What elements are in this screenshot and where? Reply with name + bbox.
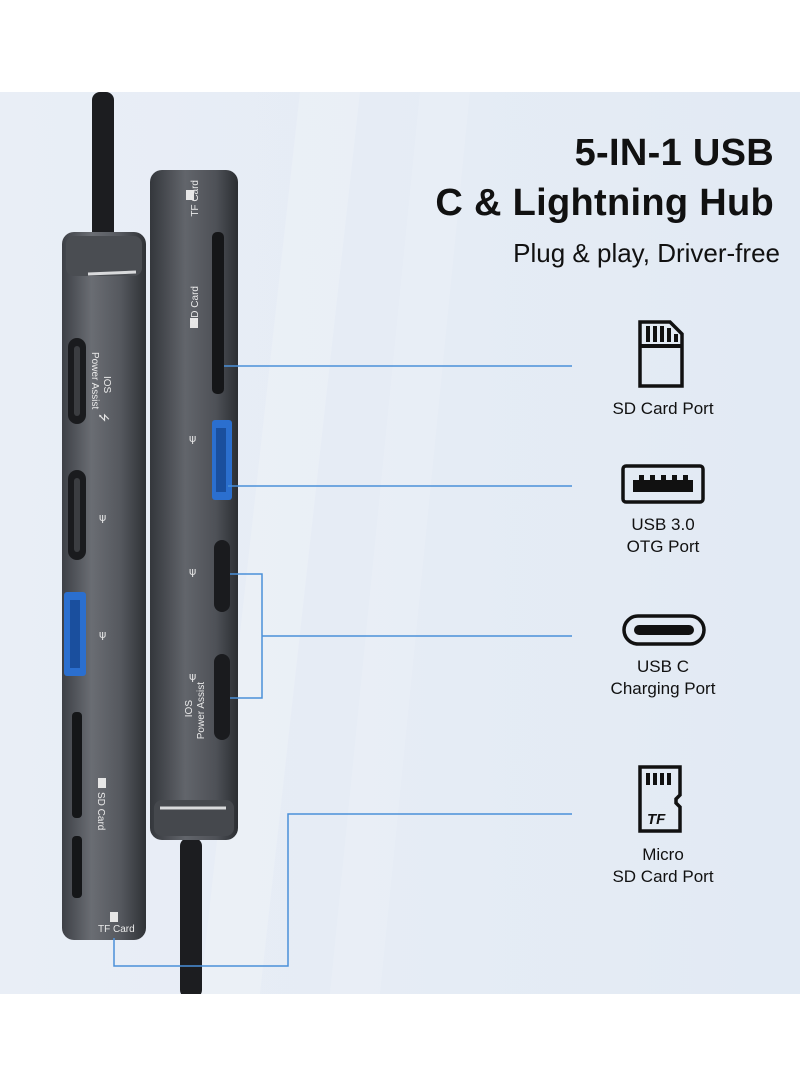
feature-label-line: USB 3.0	[631, 515, 695, 534]
tf-card-label-left: TF Card	[98, 924, 135, 935]
svg-text:ψ: ψ	[189, 670, 196, 683]
feature-label-usb3: USB 3.0 OTG Port	[568, 514, 758, 558]
tf-card-label-right: TF Card	[190, 180, 201, 217]
left-hub: ⭍ ψ ψ	[62, 232, 146, 940]
svg-text:ψ: ψ	[189, 432, 196, 445]
feature-label-sd-card: SD Card Port	[568, 398, 758, 420]
feature-label-line: SD Card Port	[612, 399, 714, 418]
feature-label-usb-c: USB C Charging Port	[568, 656, 758, 700]
feature-label-line: Charging Port	[610, 679, 716, 698]
feature-label-line: USB C	[637, 657, 689, 676]
svg-text:ψ: ψ	[99, 511, 106, 524]
product-illustration: ⭍ ψ ψ ψ ψ ψ	[0, 92, 800, 994]
feature-label-line: SD Card Port	[612, 867, 714, 886]
right-hub: ψ ψ ψ	[150, 170, 238, 840]
ios-label-left: IOS	[101, 376, 112, 394]
svg-text:⭍: ⭍	[97, 413, 110, 422]
power-assist-label-right: Power Assist	[196, 682, 207, 739]
ios-label-right: IOS	[184, 700, 195, 718]
sd-card-label-left: SD Card	[95, 792, 106, 830]
callout-lines	[113, 365, 572, 967]
svg-text:ψ: ψ	[189, 565, 196, 578]
svg-text:ψ: ψ	[99, 628, 106, 641]
headline-line-1: 5-IN-1 USB	[574, 132, 774, 174]
usb-a-port-icon	[621, 464, 705, 504]
tagline: Plug & play, Driver-free	[513, 238, 780, 268]
sd-card-label-right: SD Card	[190, 286, 201, 324]
feature-label-line: OTG Port	[626, 537, 700, 556]
headline-line-2: C & Lightning Hub	[435, 182, 774, 224]
usb-c-port-icon	[622, 614, 706, 646]
tf-icon-text: TF	[647, 811, 666, 828]
top-cable	[92, 92, 114, 242]
power-assist-label-left: Power Assist	[89, 352, 100, 409]
product-panel: ⭍ ψ ψ ψ ψ ψ	[0, 92, 800, 994]
feature-label-micro-sd: Micro SD Card Port	[568, 844, 758, 888]
feature-label-line: Micro	[642, 845, 684, 864]
bottom-cable	[180, 838, 202, 994]
sd-card-icon	[638, 320, 684, 388]
micro-sd-card-icon: TF	[638, 765, 682, 833]
